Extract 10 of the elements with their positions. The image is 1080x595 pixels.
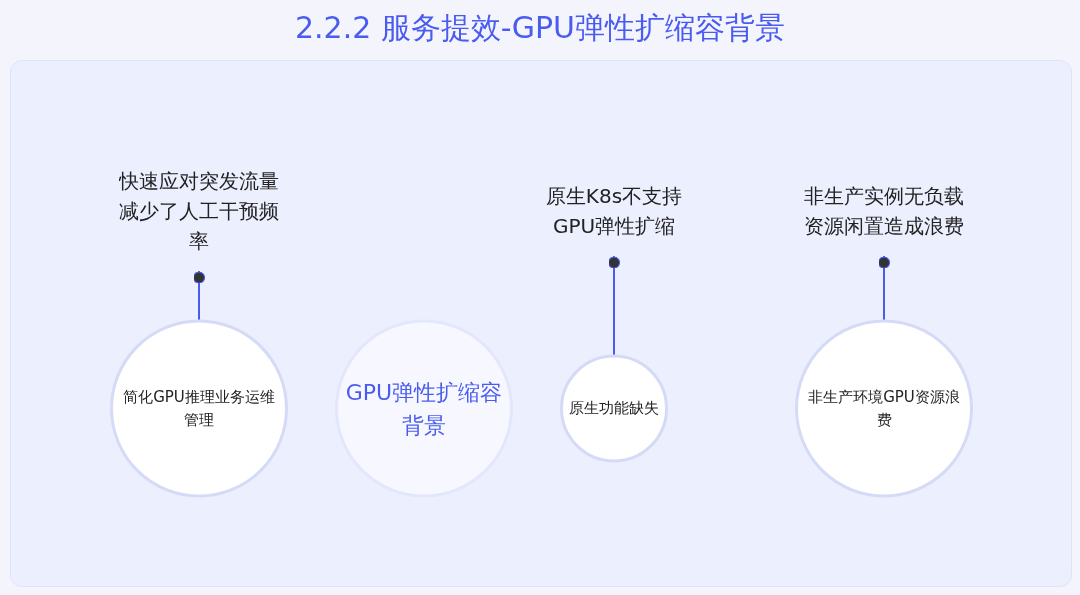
slide-title: 2.2.2 服务提效-GPU弹性扩缩容背景 xyxy=(294,9,786,47)
node-text: 快速应对突发流量减少了人工干预频率 xyxy=(118,169,279,253)
connector xyxy=(192,270,205,322)
node-circle: 原生功能缺失 xyxy=(559,354,668,463)
node-text: 非生产实例无负载资源闲置造成浪费 xyxy=(803,184,964,238)
node-circle: 简化GPU推理业务运维管理 xyxy=(109,319,288,498)
connector xyxy=(877,255,890,322)
connector xyxy=(607,255,620,357)
node-text: 原生K8s不支持GPU弹性扩缩 xyxy=(545,184,682,238)
node-circle: 非生产环境GPU资源浪费 xyxy=(794,319,973,498)
